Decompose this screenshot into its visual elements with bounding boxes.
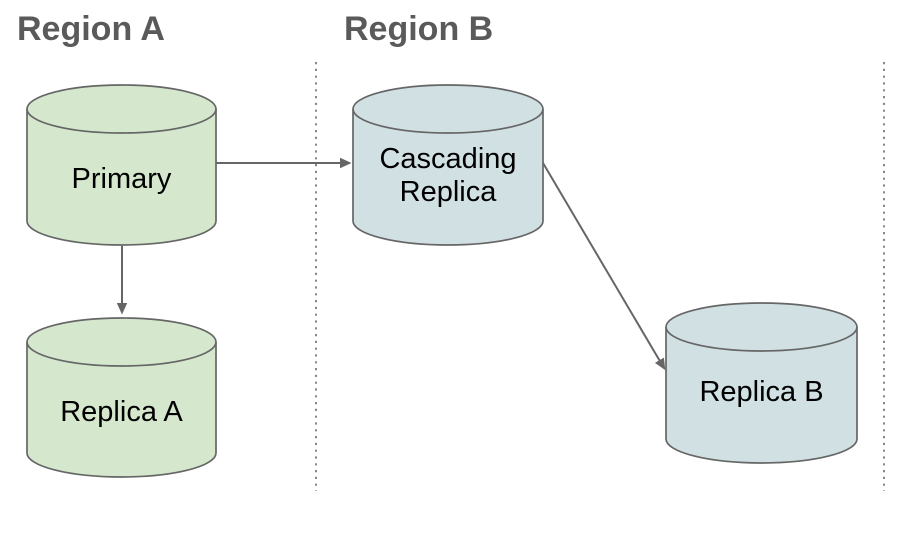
cascading-replica-label: Cascading Replica xyxy=(379,143,517,208)
region-a-title: Region A xyxy=(17,10,165,48)
cascading-replica-cylinder-body xyxy=(352,109,544,246)
node-cascading-replica xyxy=(352,84,544,246)
node-replica-b xyxy=(665,302,858,464)
cascading-replica-cylinder-top xyxy=(352,84,544,134)
edge-cascading-replica-to-replica-b xyxy=(542,162,666,371)
replica-a-label: Replica A xyxy=(60,395,183,428)
primary-label: Primary xyxy=(71,162,172,195)
replica-b-label: Replica B xyxy=(699,375,824,408)
replica-a-cylinder-body xyxy=(26,342,217,478)
replica-b-cylinder-body xyxy=(665,327,858,464)
region-b-title: Region B xyxy=(344,10,494,48)
node-primary xyxy=(26,84,217,246)
replica-b-cylinder-top xyxy=(665,302,858,352)
primary-cylinder-top xyxy=(26,84,217,134)
node-replica-a xyxy=(26,317,217,478)
primary-cylinder-body xyxy=(26,109,217,246)
replica-a-cylinder-top xyxy=(26,317,217,367)
